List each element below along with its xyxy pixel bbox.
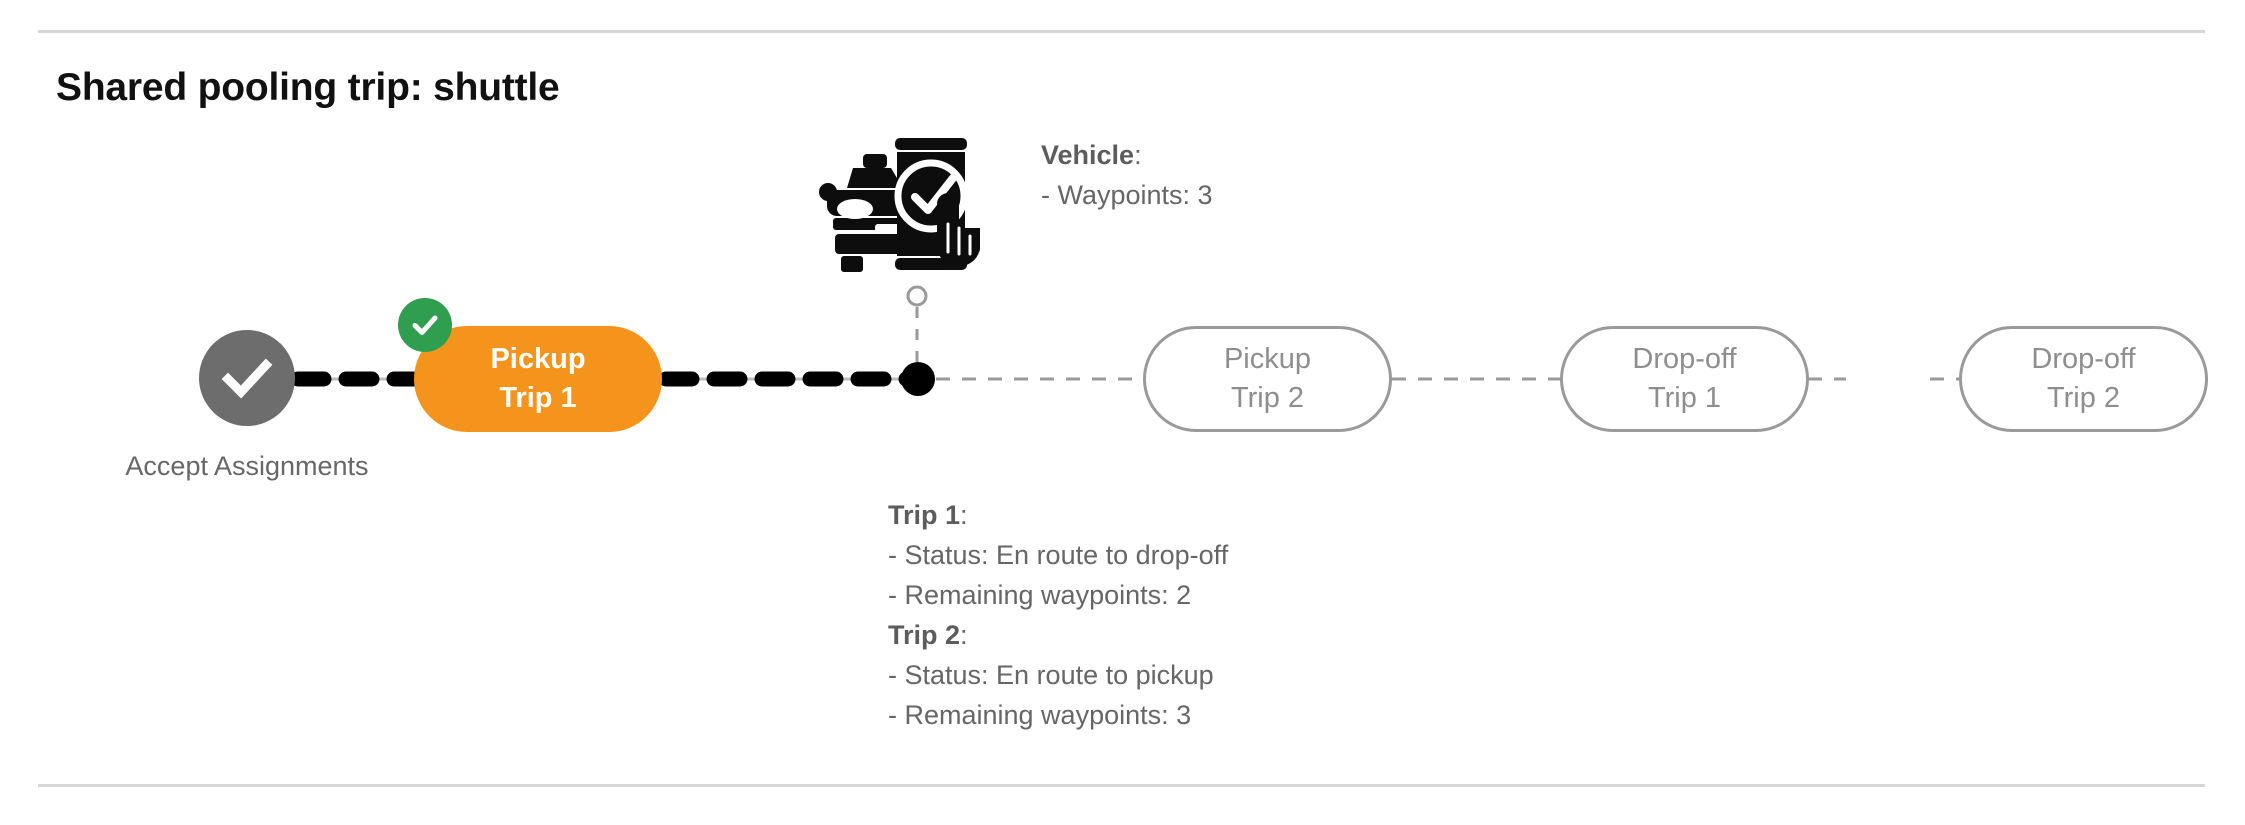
vehicle-waypoints-line: - Waypoints: 3: [1041, 180, 1213, 210]
vehicle-annotation-heading: Vehicle:: [1041, 135, 1213, 175]
vehicle-heading-colon: :: [1134, 140, 1142, 170]
trips-annotation: Trip 1: - Status: En route to drop-off -…: [888, 495, 1228, 735]
trip1-status-line: - Status: En route to drop-off: [888, 540, 1229, 570]
trip2-heading-colon: :: [960, 620, 968, 650]
step-dropoff-trip-2[interactable]: Drop-off Trip 2: [1959, 326, 2208, 432]
step-label-line1: Drop-off: [1632, 343, 1737, 375]
page-title: Shared pooling trip: shuttle: [56, 66, 560, 109]
divider-top: [38, 30, 2205, 33]
trip2-status-line: - Status: En route to pickup: [888, 660, 1214, 690]
step-label-line2: Trip 2: [1230, 382, 1305, 414]
step-dropoff-trip-1[interactable]: Drop-off Trip 1: [1560, 326, 1809, 432]
step-label-line1: Pickup: [490, 343, 586, 375]
trip1-waypoints-line: - Remaining waypoints: 2: [888, 580, 1192, 610]
check-circle-icon: [216, 347, 278, 409]
step-label-line2: Trip 2: [2046, 382, 2121, 414]
trip2-heading-text: Trip 2: [888, 620, 961, 650]
trip1-heading-colon: :: [960, 500, 968, 530]
accept-label-line2: Assignments: [213, 451, 369, 481]
car-phone-check-icon: [815, 124, 980, 279]
accept-assignments-node[interactable]: [199, 330, 295, 426]
step-label-line1: Drop-off: [2031, 343, 2136, 375]
step-label-line1: Pickup: [1223, 343, 1312, 375]
trip2-heading: Trip 2:: [888, 615, 1228, 655]
step-label-line2: Trip 1: [1647, 382, 1722, 414]
step-pickup-trip-1[interactable]: Pickup Trip 1: [414, 326, 662, 432]
trip1-heading-text: Trip 1: [888, 500, 961, 530]
check-badge-icon: [412, 315, 438, 335]
vehicle-annotation: Vehicle: - Waypoints: 3: [1041, 135, 1213, 215]
step-pickup-trip-2[interactable]: Pickup Trip 2: [1143, 326, 1392, 432]
completed-check-badge: [398, 298, 452, 352]
trip2-waypoints-line: - Remaining waypoints: 3: [888, 700, 1192, 730]
vehicle-heading-text: Vehicle: [1041, 140, 1135, 170]
accept-label-line1: Accept: [125, 451, 208, 481]
step-label-line2: Trip 1: [499, 382, 577, 414]
trip1-heading: Trip 1:: [888, 495, 1228, 535]
accept-assignments-label: Accept Assignments: [117, 446, 377, 486]
divider-bottom: [38, 784, 2205, 787]
